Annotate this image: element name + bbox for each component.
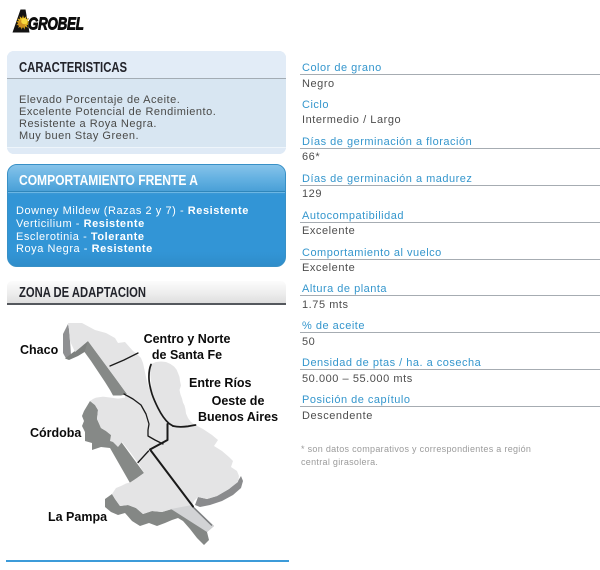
svg-text:GROBEL: GROBEL xyxy=(28,15,84,34)
